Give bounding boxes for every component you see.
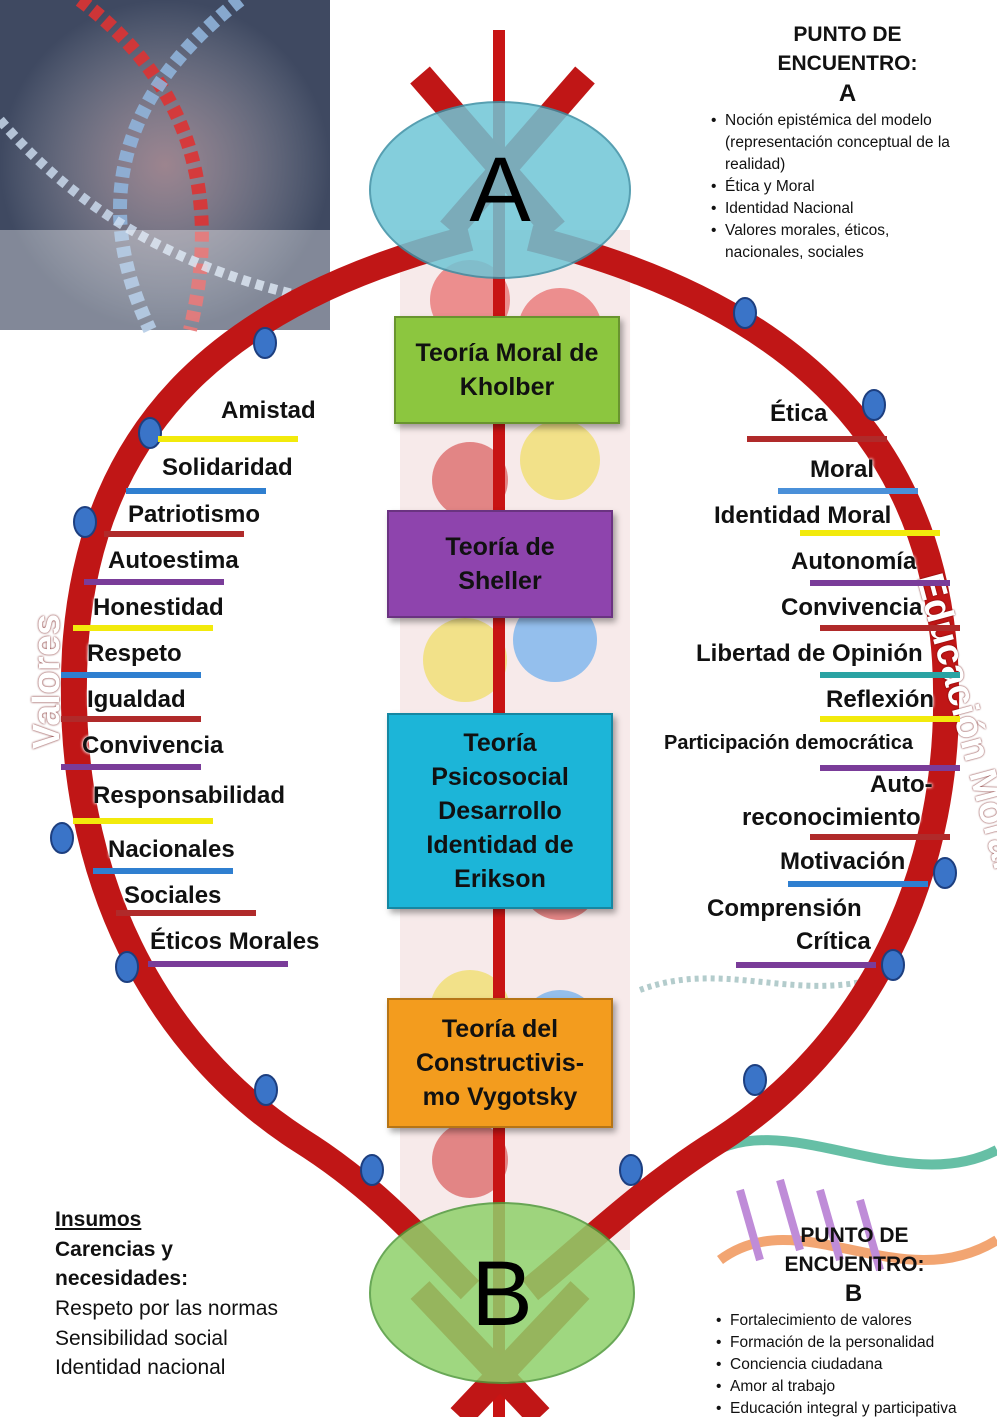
valor-amistad: Amistad [221, 397, 316, 425]
edu-reflexion: Reflexión [826, 686, 934, 714]
punto-a-bullet: Valores morales, éticos, [725, 220, 997, 242]
valor-nacionales: Nacionales [108, 836, 235, 864]
edu-convivencia-underline [820, 625, 960, 631]
edu-auto-underline [810, 834, 950, 840]
valor-eticos-morales: Éticos Morales [150, 928, 319, 956]
theory-erikson-line3: Desarrollo [438, 797, 562, 825]
valor-igualdad: Igualdad [87, 686, 186, 714]
theory-erikson-line2: Psicosocial [431, 763, 569, 791]
punto-b-bullet: Amor al trabajo [730, 1376, 997, 1398]
punto-b-title-line1: PUNTO DE [800, 1224, 908, 1247]
punto-b-title-line2: ENCUENTRO: [785, 1253, 925, 1276]
edu-moral-underline [778, 488, 918, 494]
punto-b-bullet: Conciencia ciudadana [730, 1354, 997, 1376]
dna-photo-top-left [0, 0, 330, 340]
punto-a-bullet: Identidad Nacional [725, 198, 997, 220]
punto-a-title: PUNTO DE ENCUENTRO: [760, 20, 935, 78]
valor-convivencia-underline [61, 764, 201, 770]
theory-vygotsky-line1: Teoría del [442, 1015, 558, 1043]
edu-comprension-line1: Comprensión [707, 895, 862, 923]
theory-vygotsky-box: Teoría del Constructivis- mo Vygotsky [387, 998, 613, 1128]
valor-igualdad-underline [61, 716, 201, 722]
edu-motivacion: Motivación [780, 848, 905, 876]
valor-autoestima-underline [84, 579, 224, 585]
valor-amistad-underline [158, 436, 298, 442]
punto-b-bullet: Fortalecimiento de valores [730, 1310, 997, 1332]
insumos-subheading-line2: necesidades: [55, 1267, 188, 1291]
edu-autonomia: Autonomía [791, 548, 916, 576]
insumos-item: Identidad nacional [55, 1356, 225, 1380]
edu-identidad-moral: Identidad Moral [714, 502, 891, 530]
punto-a-letter: A [820, 80, 875, 108]
valor-solidaridad-underline [126, 488, 266, 494]
edu-convivencia: Convivencia [781, 594, 922, 622]
punto-b-title: PUNTO DE ENCUENTRO: [767, 1221, 942, 1279]
valor-patriotismo: Patriotismo [128, 501, 260, 529]
node-b-letter: B [442, 1244, 562, 1344]
edu-libertad-opinion: Libertad de Opinión [696, 640, 923, 668]
edu-etica-underline [747, 436, 887, 442]
punto-b-bullet: Formación de la personalidad [730, 1332, 997, 1354]
theory-sheller-line1: Teoría de [445, 533, 554, 561]
valor-responsabilidad-underline [73, 818, 213, 824]
punto-b-list: Fortalecimiento de valores Formación de … [714, 1310, 997, 1420]
valor-solidaridad: Solidaridad [162, 454, 293, 482]
punto-a-bullet-cont: nacionales, sociales [725, 242, 997, 264]
theory-kholberg-line2: Kholber [460, 373, 554, 401]
edu-motivacion-underline [788, 881, 928, 887]
edu-reflexion-underline [820, 716, 960, 722]
punto-a-bullet-cont: (representación conceptual de la [725, 132, 997, 154]
edu-participacion-democratica: Participación democrática [664, 732, 913, 755]
edu-comprension-line2: Crítica [796, 928, 871, 956]
punto-a-bullet: Ética y Moral [725, 176, 997, 198]
edu-libertad-opinion-underline [820, 672, 960, 678]
theory-vygotsky-line2: Constructivis- [416, 1049, 584, 1077]
valor-honestidad: Honestidad [93, 594, 224, 622]
valor-autoestima: Autoestima [108, 547, 239, 575]
insumos-item: Respeto por las normas [55, 1297, 278, 1321]
theory-kholberg-line1: Teoría Moral de [416, 339, 599, 367]
valor-responsabilidad: Responsabilidad [93, 782, 285, 810]
valor-honestidad-underline [73, 625, 213, 631]
theory-erikson-box: Teoría Psicosocial Desarrollo Identidad … [387, 713, 613, 909]
punto-a-bullet: Noción epistémica del modelo [725, 110, 997, 132]
edu-auto-line1: Auto- [870, 771, 933, 799]
valor-eticos-morales-underline [148, 961, 288, 967]
valor-sociales: Sociales [124, 882, 221, 910]
punto-b-letter: B [826, 1280, 881, 1308]
theory-erikson-line1: Teoría [463, 729, 536, 757]
insumos-subheading-line1: Carencias y [55, 1238, 173, 1262]
edu-moral: Moral [810, 456, 874, 484]
edu-autonomia-underline [810, 580, 950, 586]
insumos-item: Sensibilidad social [55, 1327, 228, 1351]
valor-respeto-underline [61, 672, 201, 678]
punto-a-title-line1: PUNTO DE [793, 23, 901, 46]
punto-a-list: Noción epistémica del modelo (representa… [709, 110, 997, 264]
theory-kholberg-box: Teoría Moral de Kholber [394, 316, 620, 424]
punto-a-title-line2: ENCUENTRO: [778, 52, 918, 75]
edu-etica: Ética [770, 400, 827, 428]
insumos-heading: Insumos [55, 1208, 141, 1232]
valor-patriotismo-underline [104, 531, 244, 537]
theory-sheller-box: Teoría de Sheller [387, 510, 613, 618]
node-a-letter: A [440, 140, 560, 240]
theory-vygotsky-line3: mo Vygotsky [423, 1083, 578, 1111]
valor-convivencia: Convivencia [82, 732, 223, 760]
theory-sheller-line2: Sheller [458, 567, 541, 595]
edu-identidad-moral-underline [800, 530, 940, 536]
edu-comprension-underline [736, 962, 876, 968]
theory-erikson-line4: Identidad de [426, 831, 573, 859]
theory-erikson-line5: Erikson [454, 865, 546, 893]
valor-respeto: Respeto [87, 640, 182, 668]
valores-strand-label: Valores [26, 614, 69, 749]
valor-sociales-underline [116, 910, 256, 916]
edu-auto-line2: reconocimiento [742, 804, 921, 832]
valor-nacionales-underline [93, 868, 233, 874]
punto-a-bullet-cont: realidad) [725, 154, 997, 176]
